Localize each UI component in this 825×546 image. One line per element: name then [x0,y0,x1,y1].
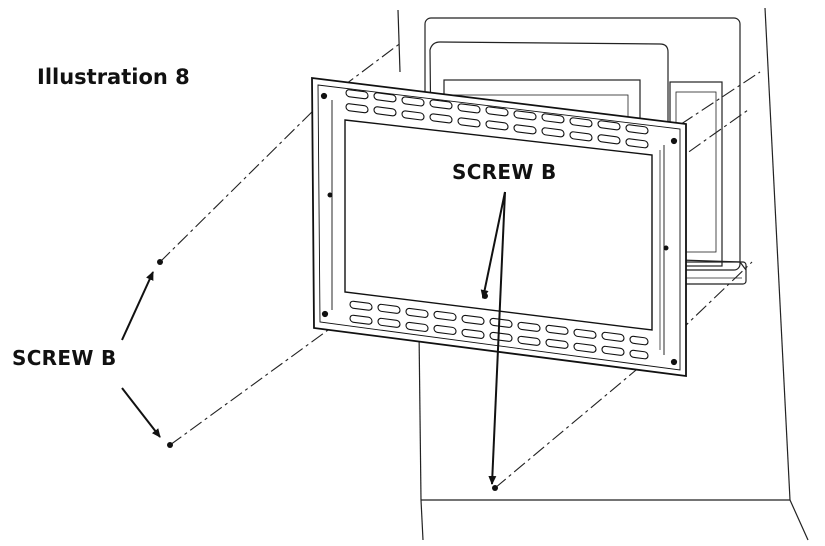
screw-marker [157,259,163,265]
screw-markers [157,259,498,491]
arrow-center-bottom [488,191,506,485]
pointer-arrows [121,191,506,485]
arrow-left-down [121,387,161,438]
illustration-title: Illustration 8 [37,65,190,89]
bottom-vent-slots [349,300,649,360]
screw-marker [492,485,498,491]
top-vent-slots [345,89,649,149]
screw-b-label-center: SCREW B [452,160,557,184]
arrow-left-up [121,271,154,341]
screw-marker [167,442,173,448]
screw-b-label-left: SCREW B [12,346,117,370]
wall-cabinet [397,7,809,541]
arrow-center-mid [480,191,506,299]
